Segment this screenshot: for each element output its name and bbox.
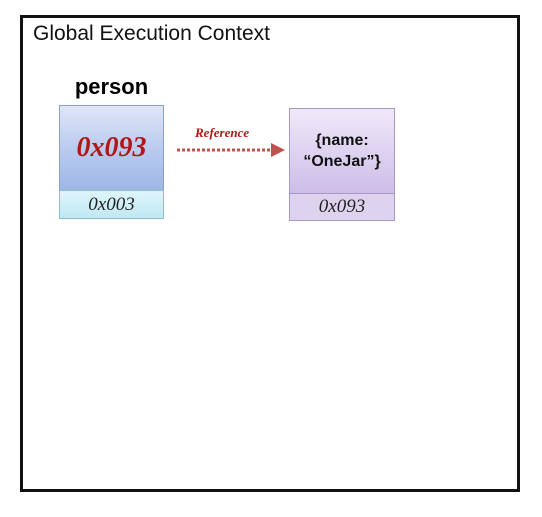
object-value-cell: {name: “OneJar”} xyxy=(289,108,395,194)
global-execution-context-frame xyxy=(20,15,520,492)
object-line-2: “OneJar”} xyxy=(303,153,381,170)
context-title: Global Execution Context xyxy=(33,22,270,45)
reference-arrow xyxy=(177,143,285,157)
variable-address-cell: 0x003 xyxy=(59,190,164,219)
variable-value-cell: 0x093 xyxy=(59,105,164,191)
reference-label: Reference xyxy=(195,125,250,140)
object-address-cell: 0x093 xyxy=(289,193,395,221)
object-line-1: {name: xyxy=(315,132,369,149)
variable-name: person xyxy=(74,74,149,99)
